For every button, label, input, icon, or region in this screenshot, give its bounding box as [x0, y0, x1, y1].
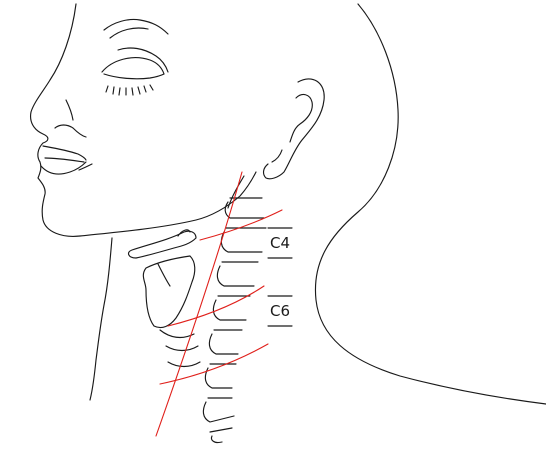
ear-inner: [290, 95, 312, 142]
vertebra-c5: [213, 296, 250, 320]
label-c6: C6: [270, 302, 290, 320]
vertebra-c4: [217, 262, 258, 286]
cricoid-cartilage: [160, 330, 194, 337]
vertebra-t2: [210, 428, 232, 443]
ear-lobe-detail: [272, 150, 282, 162]
thyroid-notch: [158, 264, 170, 286]
lower-lip: [41, 162, 86, 174]
nostril-detail: [55, 125, 86, 137]
hyoid-bone: [129, 231, 196, 258]
label-c4: C4: [270, 234, 290, 252]
eyebrow-hair: [110, 28, 148, 38]
nasal-crease: [66, 100, 73, 120]
vertebra-c6: [209, 330, 242, 354]
eyelid-crease: [118, 48, 168, 72]
tracheal-ring-1: [166, 346, 198, 351]
back-of-head-neck: [315, 4, 546, 404]
ear-outer: [264, 79, 325, 179]
thyroid-cartilage: [143, 256, 194, 328]
cervical-spine: [203, 198, 266, 443]
vertebra-t1: [203, 398, 234, 422]
face-profile-outline: [31, 4, 256, 236]
eyebrow: [104, 19, 168, 34]
tracheal-ring-2: [168, 362, 200, 367]
throat-outline: [90, 238, 112, 400]
vertebra-c7: [205, 364, 236, 388]
red-reference-line-steep: [156, 172, 242, 436]
eye-lid-line: [104, 74, 164, 79]
lip-line: [45, 158, 84, 162]
eyelashes: [106, 85, 153, 95]
eyelid-upper: [102, 58, 164, 74]
